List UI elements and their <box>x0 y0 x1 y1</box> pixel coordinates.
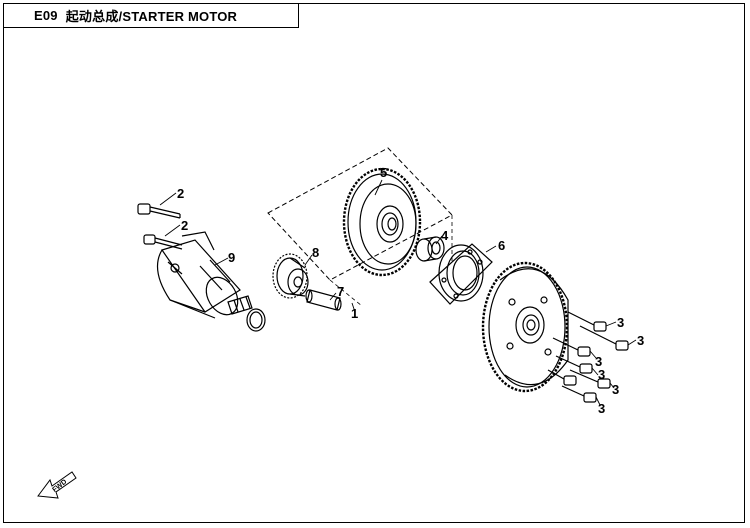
callout-5: 5 <box>380 165 387 180</box>
needle-bearing <box>415 236 445 262</box>
bolt-3a <box>567 311 607 332</box>
title-box: E09 起动总成/STARTER MOTOR <box>3 3 299 28</box>
leader-lines <box>159 179 637 406</box>
diagram-title: 起动总成/STARTER MOTOR <box>65 9 238 24</box>
flywheel <box>481 261 569 393</box>
bolt-3c <box>552 337 591 357</box>
callout-3-d: 3 <box>612 382 619 397</box>
bolt-3d <box>555 355 593 374</box>
starter-motor <box>156 231 253 319</box>
callout-6: 6 <box>498 238 505 253</box>
callout-2-upper: 2 <box>177 186 184 201</box>
idler-gear <box>342 167 422 277</box>
group-box-item-1 <box>267 147 453 281</box>
callout-9: 9 <box>228 250 235 265</box>
callout-3-c: 3 <box>595 354 602 369</box>
callout-4: 4 <box>441 228 449 243</box>
bolt-lower <box>143 234 183 250</box>
bolt-3b <box>579 325 629 351</box>
fwd-label: FWD <box>51 478 68 493</box>
o-ring <box>246 308 266 332</box>
diagram-code: E09 <box>34 8 58 23</box>
callout-7: 7 <box>337 284 344 299</box>
gear-shaft <box>305 289 342 311</box>
callout-3-a: 3 <box>617 315 624 330</box>
callout-3-e: 3 <box>598 367 605 382</box>
callout-3-f: 3 <box>598 401 605 416</box>
one-way-clutch <box>429 243 493 305</box>
bolt-upper <box>137 203 181 219</box>
callout-2-lower: 2 <box>181 218 188 233</box>
drawing-frame <box>3 3 745 523</box>
callout-1: 1 <box>351 306 358 321</box>
reduction-gear <box>272 253 309 299</box>
bolt-3g <box>561 385 597 403</box>
fwd-arrow-icon <box>37 471 77 499</box>
callout-8: 8 <box>312 245 319 260</box>
bolt-3f <box>547 369 577 386</box>
callout-3-b: 3 <box>637 333 644 348</box>
